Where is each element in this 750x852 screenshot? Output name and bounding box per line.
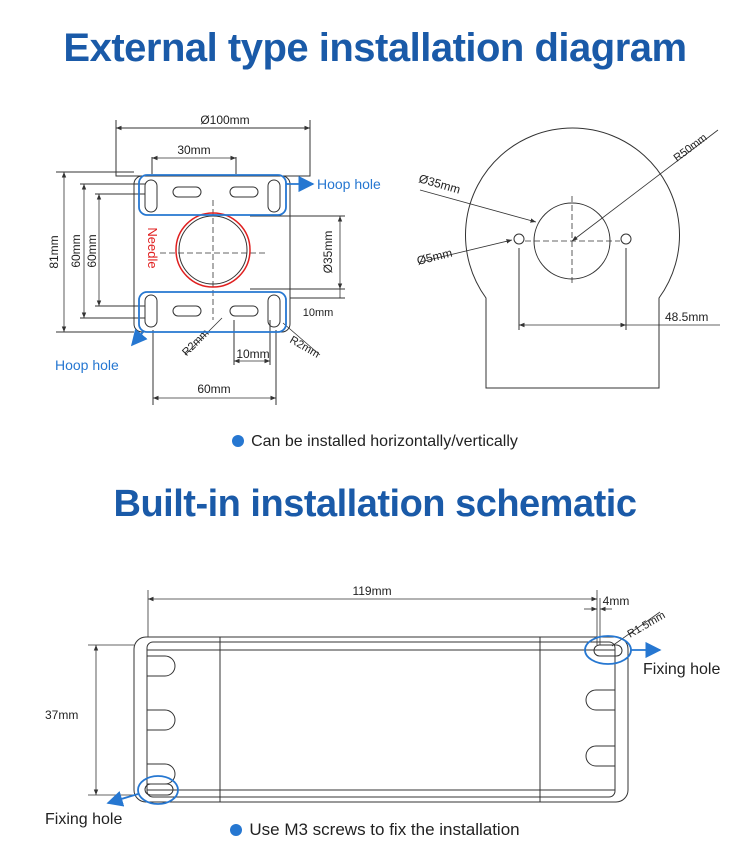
builtin-radius-label: R1.5mm (626, 609, 668, 640)
horizontal-vertical-note: Can be installed horizontally/vertically (0, 433, 750, 451)
fixing-hole-left-highlight (106, 775, 179, 807)
dim-hole-spacing-label: 30mm (177, 143, 210, 157)
note-text: Use M3 screws to fix the installation (249, 820, 520, 839)
dim-bottom-label: 60mm (197, 382, 230, 396)
builtin-housing (133, 636, 629, 803)
side-dimension-lines (419, 129, 720, 328)
fixing-hole-right-highlight (584, 635, 662, 665)
dim-height-outer-label: 81mm (47, 235, 61, 268)
dim-height-b-label: 60mm (85, 234, 99, 267)
side-offset-label: 48.5mm (665, 310, 708, 324)
m3-screw-note: Use M3 screws to fix the installation (0, 820, 750, 840)
builtin-height-label: 37mm (45, 708, 78, 722)
hoop-hole-bottom-callout: Hoop hole (55, 357, 119, 373)
dim-height-a-label: 60mm (69, 234, 83, 267)
hoop-hole-top-highlight (138, 174, 315, 216)
dim-bore-label: Ø35mm (321, 231, 335, 274)
builtin-dimension-lines (88, 590, 661, 796)
dim-slot-label: 10mm (236, 347, 269, 361)
side-bore-label: Ø35mm (417, 171, 462, 196)
hoop-hole-bottom-highlight (130, 291, 287, 347)
note-text: Can be installed horizontally/vertically (251, 433, 518, 450)
external-diagram-title: External type installation diagram (63, 26, 687, 70)
builtin-edge-label: 4mm (603, 594, 630, 608)
bullet-dot-icon (230, 824, 243, 836)
side-pin-label: Ø5mm (415, 246, 453, 268)
needle-label: Needle (145, 227, 160, 268)
builtin-length-label: 119mm (352, 584, 391, 598)
dim-small-label: 10mm (303, 307, 334, 319)
fixing-hole-left-callout: Fixing hole (45, 811, 122, 828)
hoop-hole-top-callout: Hoop hole (317, 176, 381, 192)
front-dimension-lines (61, 125, 343, 401)
external-side-view (465, 127, 680, 389)
bullet-dot-icon (232, 435, 245, 447)
dim-radius-right-label: R2mm (287, 334, 321, 361)
fixing-hole-right-callout: Fixing hole (643, 661, 720, 678)
side-radius-label: R50mm (672, 132, 710, 165)
builtin-schematic-title: Built-in installation schematic (113, 483, 637, 525)
dim-top-label: Ø100mm (200, 113, 249, 127)
